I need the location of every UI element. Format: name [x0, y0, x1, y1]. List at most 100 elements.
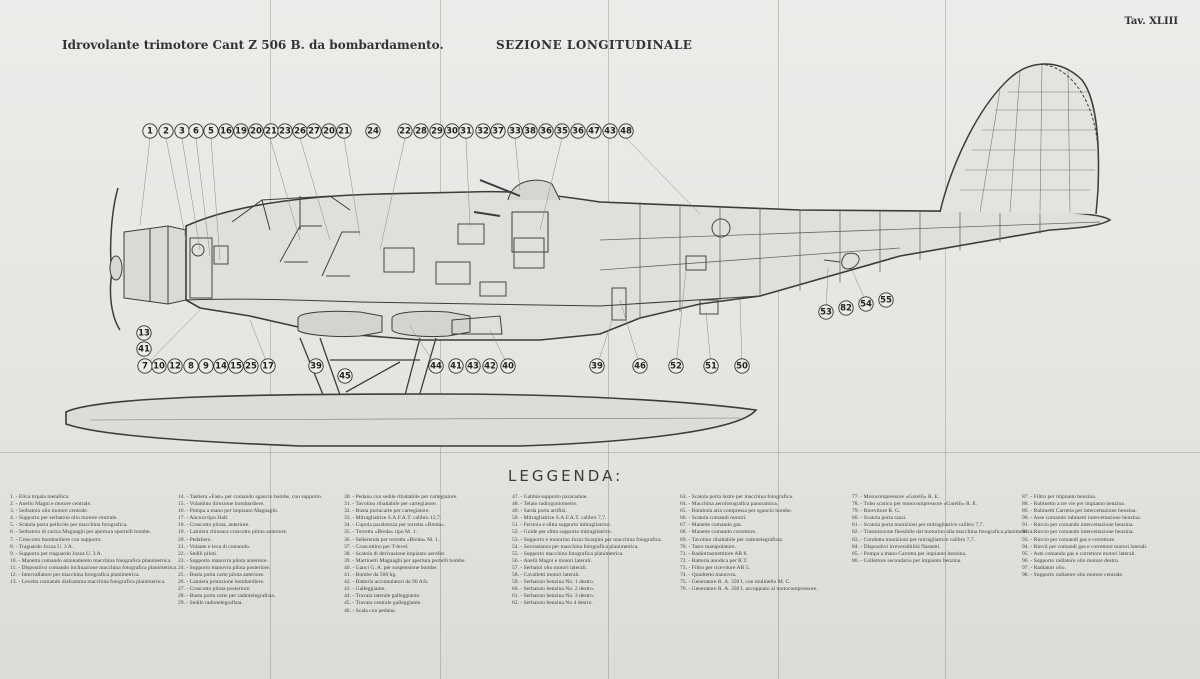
legend-entry: 23. - Supporto manovra pilota anteriore.	[178, 557, 268, 564]
legend-entry: 66. - Scatola comandi motori.	[680, 515, 747, 522]
svg-text:44: 44	[430, 362, 442, 372]
legend-entry: 60. - Serbatoio benzina No. 2 destro.	[512, 586, 595, 593]
svg-text:22: 22	[399, 127, 411, 137]
callout-number: 15	[228, 358, 244, 374]
legend-entry: 67. - Manette comando gas.	[680, 522, 743, 529]
callout-number: 27	[306, 123, 322, 139]
legend-column: 63. - Scatola porta lastre per macchina …	[680, 494, 840, 593]
svg-text:46: 46	[634, 362, 646, 372]
svg-text:43: 43	[467, 362, 479, 372]
legend-entry: 98. - Supporto radiatore olio motore cen…	[1022, 572, 1124, 579]
legend-entry: 83. - Condotta munizioni per mitragliatr…	[852, 536, 976, 543]
legend-entry: 61. - Serbatoio benzina No. 3 destro.	[512, 593, 595, 600]
svg-text:8: 8	[188, 362, 194, 372]
callout-number: 38	[522, 123, 538, 139]
legend-entry: 3. - Serbatoio olio motore centrale.	[10, 508, 89, 515]
legend-entry: 24. - Supporto manovra pilota posteriore…	[178, 564, 271, 571]
svg-text:7: 7	[142, 362, 148, 372]
leader-lines	[139, 137, 867, 367]
callout-number: 28	[413, 123, 429, 139]
legend-entry: 10. - Manetta comando azionamento macchi…	[10, 557, 172, 564]
legend-entry: 62. - Serbatoio benzina No 4 destro.	[512, 600, 593, 607]
engine-nacelle	[123, 225, 187, 305]
svg-text:36: 36	[572, 127, 584, 137]
legend-entry: 7. - Crescotto bombardiere con supporto.	[10, 536, 102, 543]
callout-number: 82	[838, 300, 854, 316]
callout-number: 29	[429, 123, 445, 139]
callout-number: 26	[292, 123, 308, 139]
legend-title: LEGGENDA:	[508, 467, 624, 485]
svg-text:43: 43	[604, 127, 616, 137]
callout-number: 8	[183, 358, 199, 374]
legend-entry: 88. - Rubinetto a tre vie per impianto b…	[1022, 501, 1126, 508]
legend-entry: 74. - Quadretto manovra.	[680, 572, 737, 579]
legend-entry: 96. - Supporto radiatore olio motore des…	[1022, 557, 1120, 564]
svg-text:39: 39	[310, 362, 322, 372]
callout-number: 40	[500, 358, 516, 374]
legend-entry: 69. - Tavolino ribaltabile per radiotele…	[680, 536, 784, 543]
legend-entry: 50. - Mitragliatrice S.A.F.A.T. calibro …	[512, 515, 607, 522]
legend-entry: 59. - Serbatoio benzina No. 1 destro.	[512, 579, 595, 586]
callout-number: 24	[365, 123, 381, 139]
legend-column: 1. - Elica tripala metallica.2. - Anello…	[10, 494, 177, 586]
legend-entry: 72. - Batteria anodica per R.T.	[680, 557, 748, 564]
callout-number: 23	[277, 123, 293, 139]
interior-equipment	[189, 218, 860, 321]
svg-text:21: 21	[338, 127, 350, 137]
svg-text:33: 33	[509, 127, 521, 137]
propeller	[109, 187, 123, 331]
callout-number: 54	[858, 296, 874, 312]
svg-text:24: 24	[367, 127, 379, 137]
legend-column: 47. - Gabbia supporto paracadute.48. - T…	[512, 494, 672, 608]
dorsal-turret	[473, 179, 561, 253]
legend-entry: 13. - Levetta comando diaframma macchina…	[10, 579, 166, 586]
legend-entry: 57. - Serbatoi olio motori laterali.	[512, 564, 588, 571]
legend-entry: 15. - Volantino direzione bombardiere.	[178, 501, 265, 508]
legend: 1. - Elica tripala metallica.2. - Anello…	[0, 494, 1200, 679]
legend-entry: 20. - Pedaliere.	[178, 536, 212, 543]
legend-entry: 93. - Rinvio per comandi gas e correttor…	[1022, 536, 1116, 543]
callout-number: 37	[490, 123, 506, 139]
svg-text:20: 20	[323, 127, 335, 137]
legend-entry: 12. - Intervallatore per macchina fotogr…	[10, 572, 140, 579]
callout-number: 52	[668, 358, 684, 374]
svg-text:36: 36	[540, 127, 552, 137]
svg-text:9: 9	[203, 362, 209, 372]
callout-number: 39	[589, 358, 605, 374]
legend-entry: 77. - Motocompressore «Garelli» R. E.	[852, 494, 940, 500]
legend-entry: 17. - Ancora tipo Hall.	[178, 515, 229, 522]
svg-text:3: 3	[179, 127, 185, 137]
svg-text:45: 45	[339, 372, 351, 382]
svg-text:14: 14	[215, 362, 227, 372]
legend-entry: 68. - Manette comando correttore.	[680, 529, 757, 536]
legend-entry: 27. - Cruscotto pilota posteriore.	[178, 586, 251, 593]
legend-entry: 9. - Supporto per traguardo Jozza U. 3 A…	[10, 550, 103, 557]
svg-text:41: 41	[450, 362, 462, 372]
legend-entry: 6. - Serbatoio di carica Magnaghi per ap…	[10, 529, 151, 536]
legend-entry: 16. - Pompa a mano per impianto Magnaghi…	[178, 508, 279, 515]
legend-entry: 78. - Tubo scarico per motocompressore «…	[852, 501, 978, 508]
legend-column: 30. - Pedana con sedile ribaltabile per …	[344, 494, 504, 615]
svg-text:25: 25	[245, 362, 257, 372]
section-title: SEZIONE LONGITUDINALE	[496, 38, 693, 52]
callout-number: 47	[586, 123, 602, 139]
legend-entry: 4. - Supporto per serbatoio olio motore …	[10, 515, 118, 522]
legend-entry: 35. - Torretta «Breda» tipo M. 1.	[344, 529, 417, 536]
svg-text:6: 6	[193, 127, 199, 137]
callout-number: 36	[538, 123, 554, 139]
legend-entry: 36. - Sellerenda per torretta «Breda» M.…	[344, 536, 440, 543]
callout-number: 35	[554, 123, 570, 139]
callout-number: 6	[188, 123, 204, 139]
svg-text:52: 52	[670, 362, 682, 372]
legend-entry: 28. - Busta porta carte per radiotelegra…	[178, 593, 276, 600]
svg-text:48: 48	[620, 127, 632, 137]
legend-entry: 22. - Sedili piloti.	[178, 550, 218, 557]
callout-number: 31	[458, 123, 474, 139]
legend-entry: 32. - Busta portacarte per cartegiatore.	[344, 508, 430, 515]
svg-text:30: 30	[446, 127, 458, 137]
legend-entry: 42. - Batteria accumulatori da 90 A/h.	[344, 579, 429, 586]
callout-number: 33	[507, 123, 523, 139]
svg-text:55: 55	[880, 296, 892, 306]
svg-text:40: 40	[502, 362, 514, 372]
